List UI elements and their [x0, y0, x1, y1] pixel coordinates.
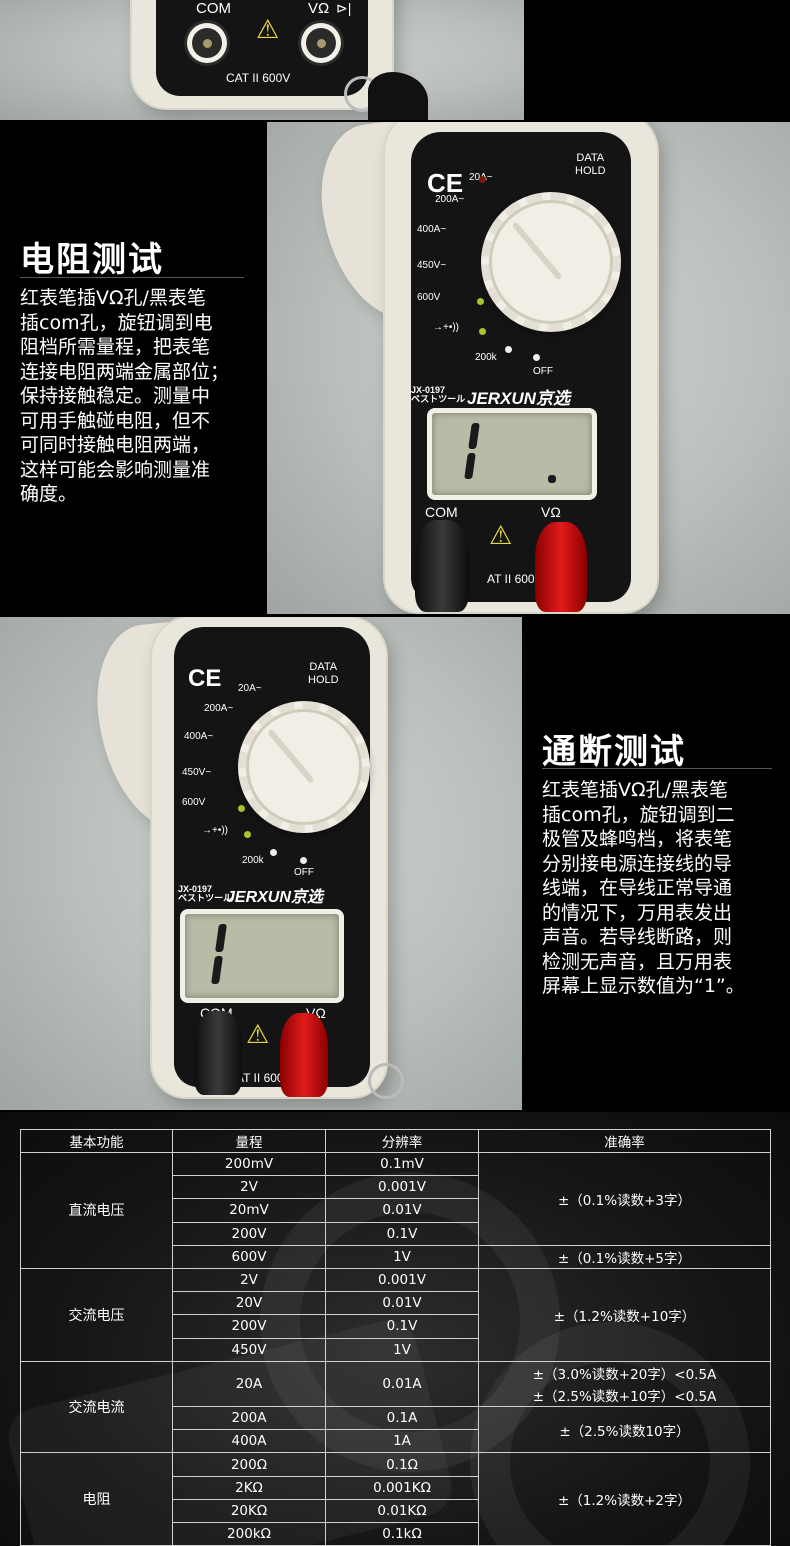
ce-mark: CE — [427, 168, 464, 198]
table-header: 准确率 — [478, 1129, 771, 1153]
indicator-dot — [505, 346, 512, 353]
v-ohm-jack[interactable] — [306, 28, 336, 58]
range-400a: 400A~ — [184, 731, 214, 742]
data-hold-label: DATA HOLD — [308, 661, 339, 686]
meter-body: CE DATA HOLD 20A~ 200A~ 400A~ 450V~ 600V… — [385, 122, 657, 612]
resistance-divider — [20, 277, 244, 278]
table-header: 分辨率 — [325, 1129, 479, 1153]
resistance-meter-photo: CE DATA HOLD 20A~ 200A~ 400A~ 450V~ 600V… — [267, 122, 790, 614]
top-meter-photo: COM VΩ ⊳| ⚠ CAT II 600V — [0, 0, 524, 120]
diode-symbol-icon: ⊳| — [336, 0, 352, 16]
v-ohm-label: VΩ — [541, 504, 561, 520]
indicator-dot — [238, 805, 245, 812]
table-row: 交流电压 2V 0.001V ±（1.2%读数+10字） — [20, 1267, 771, 1362]
black-probe-plug — [194, 1011, 242, 1095]
lcd-display — [180, 909, 344, 1003]
red-probe-plug — [535, 522, 587, 612]
cat-rating: AT II 600 — [487, 572, 535, 586]
continuity-title: 通断测试 — [542, 733, 686, 771]
v-ohm-label: VΩ — [308, 0, 330, 17]
cat-rating: AT II 600 — [236, 1071, 284, 1085]
table-header: 量程 — [172, 1129, 326, 1153]
indicator-dot — [479, 176, 486, 183]
rotary-dial[interactable] — [238, 701, 370, 833]
brand-logo: JERXUN京选 — [226, 889, 323, 906]
table-row: 600V 1V ±（0.1%读数+5字） — [21, 1244, 771, 1269]
diode-buzzer-icon: →+•)) — [202, 825, 229, 836]
cat-rating: CAT II 600V — [226, 71, 291, 85]
black-probe-plug — [415, 520, 469, 612]
range-450v: 450V~ — [182, 767, 212, 778]
indicator-dot — [270, 849, 277, 856]
meter-body: CE DATA HOLD 20A~ 200A~ 400A~ 450V~ 600V… — [152, 617, 386, 1097]
model-number: JX-0197 ベストツール — [178, 884, 233, 903]
red-probe-plug — [280, 1013, 328, 1097]
wrist-strap — [368, 72, 428, 120]
range-20a: 20A~ — [238, 683, 262, 694]
com-label: COM — [196, 0, 231, 17]
resistance-title: 电阻测试 — [20, 241, 164, 279]
function-acv: 交流电压 — [20, 1267, 173, 1362]
indicator-dot — [479, 328, 486, 335]
warning-icon: ⚠ — [256, 14, 280, 44]
indicator-dot — [300, 857, 307, 864]
indicator-dot — [533, 354, 540, 361]
range-200k: 200k — [475, 352, 497, 363]
range-200k: 200k — [242, 855, 264, 866]
range-600v: 600V — [182, 797, 206, 808]
indicator-dot — [477, 298, 484, 305]
spec-table: 基本功能 量程 分辨率 准确率 直流电压 200mV 0.1mV ±（0.1%读… — [20, 1129, 771, 1546]
table-row: 200A 0.1A ±（2.5%读数10字） — [21, 1406, 771, 1454]
function-ohm: 电阻 — [20, 1452, 173, 1546]
warning-icon: ⚠ — [246, 1019, 270, 1049]
table-row: 电阻 200Ω 0.1Ω ±（1.2%读数+2字） — [20, 1452, 771, 1546]
meter-body: COM VΩ ⊳| ⚠ CAT II 600V — [132, 0, 392, 108]
table-row: 交流电流 20A 0.01A ±（3.0%读数+20字）<0.5A — [20, 1360, 771, 1454]
off-label: OFF — [294, 867, 314, 878]
meter-face: COM VΩ ⊳| ⚠ CAT II 600V — [156, 0, 368, 96]
warning-icon: ⚠ — [489, 520, 513, 550]
function-aca: 交流电流 — [20, 1360, 173, 1454]
function-dcv: 直流电压 — [20, 1152, 173, 1269]
diode-buzzer-icon: →+•)) — [433, 322, 460, 333]
continuity-description: 红表笔插VΩ孔/黑表笔 插com孔，旋钮调到二 极管及蜂鸣档，将表笔 分别接电源… — [542, 779, 745, 997]
table-row: 直流电压 200mV 0.1mV ±（0.1%读数+3字） — [20, 1151, 771, 1269]
resistance-description: 红表笔插VΩ孔/黑表笔 插com孔，旋钮调到电 阻档所需量程，把表笔 连接电阻两… — [20, 287, 230, 505]
com-jack[interactable] — [192, 28, 222, 58]
continuity-divider — [542, 768, 772, 769]
com-label: COM — [425, 504, 458, 520]
lcd-display — [427, 408, 597, 500]
data-hold-label: DATA HOLD — [575, 152, 606, 177]
spec-table-section: 基本功能 量程 分辨率 准确率 直流电压 200mV 0.1mV ±（0.1%读… — [0, 1112, 790, 1546]
rotary-dial[interactable] — [481, 192, 621, 332]
range-200a: 200A~ — [204, 703, 234, 714]
continuity-meter-photo: CE DATA HOLD 20A~ 200A~ 400A~ 450V~ 600V… — [0, 617, 522, 1110]
table-header: 基本功能 — [20, 1129, 173, 1153]
range-200a: 200A~ — [435, 194, 465, 205]
keyring-icon — [368, 1063, 404, 1099]
ce-mark: CE — [188, 665, 222, 692]
brand-logo: JERXUN京选 — [467, 389, 570, 408]
table-header-row: 基本功能 量程 分辨率 准确率 — [20, 1129, 771, 1153]
model-number: JX-0197 ベストツール — [411, 385, 466, 404]
range-450v: 450V~ — [417, 260, 447, 271]
range-400a: 400A~ — [417, 224, 447, 235]
meter-face: CE DATA HOLD 20A~ 200A~ 400A~ 450V~ 600V… — [174, 627, 370, 1087]
range-600v: 600V — [417, 292, 441, 303]
off-label: OFF — [533, 366, 553, 377]
indicator-dot — [244, 831, 251, 838]
